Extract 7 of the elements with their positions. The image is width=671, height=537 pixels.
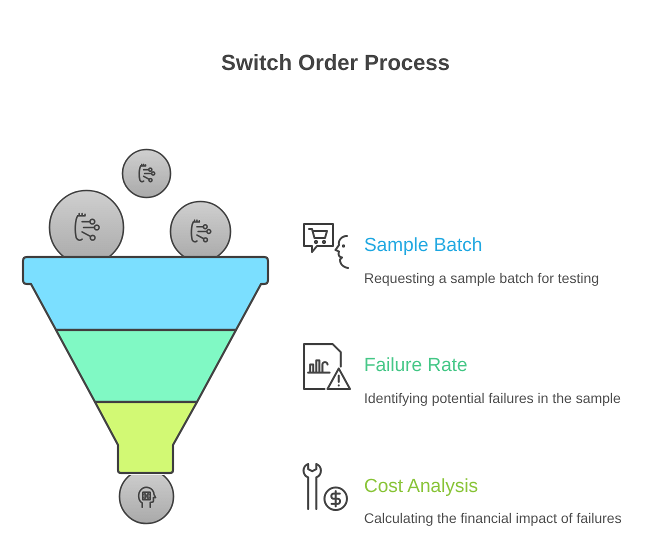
stage-heading: Sample Batch [364, 235, 482, 257]
stage-description: Calculating the financial impact of failures [364, 509, 622, 527]
stage-description: Requesting a sample batch for testing [364, 269, 600, 287]
title: Switch Order Process [221, 49, 450, 77]
stage-description: Identifying potential failures in the sample [364, 389, 621, 407]
stage-heading: Failure Rate [364, 355, 468, 377]
stage-heading: Cost Analysis [364, 476, 478, 498]
